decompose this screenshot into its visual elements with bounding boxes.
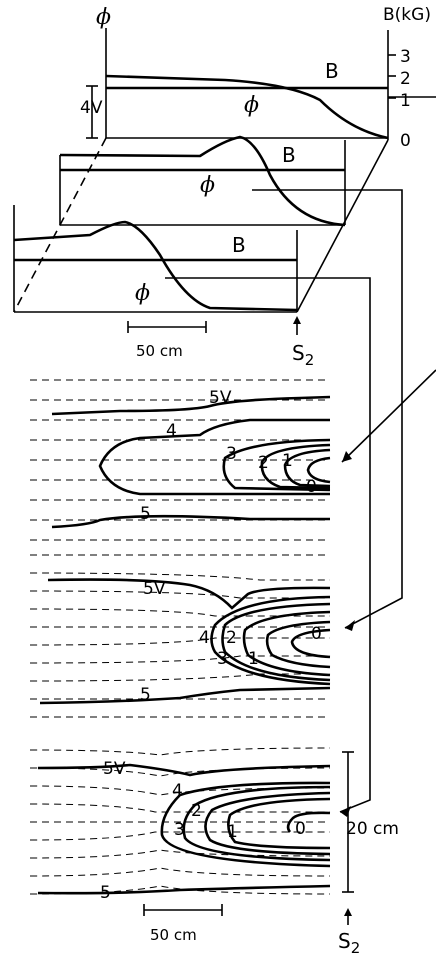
s2-arrowhead-bottom — [344, 908, 352, 916]
b-axis-label: B(kG) — [383, 5, 431, 25]
b-label-3: B — [232, 233, 246, 257]
phi-label-2: ϕ — [200, 173, 215, 198]
s2-label-top: S2 — [292, 341, 314, 369]
s2-label-bottom: S2 — [338, 929, 360, 957]
contour-1-0 — [306, 456, 331, 484]
b-tick-label-2: 2 — [400, 69, 411, 89]
b-tick-label-1: 1 — [400, 91, 411, 111]
contour-3-label-2: 2 — [191, 801, 202, 821]
scale-4v-label: 4V — [80, 98, 103, 118]
contour-1-label-5v: 5V — [209, 388, 232, 408]
perspective-plot: ϕ 4V B(kG) 3 2 1 0 B ϕ — [13, 5, 436, 369]
contour-2-label-1: 1 — [248, 649, 259, 669]
connector-arrow-1 — [341, 369, 436, 463]
contour-3-3 — [182, 785, 331, 862]
bottom-scalebar-label: 50 cm — [150, 926, 197, 944]
contour-3-1 — [227, 797, 331, 850]
contour-1-label-5: 5 — [140, 504, 151, 524]
connector-arrow-2 — [252, 189, 403, 629]
contour-3-0 — [286, 811, 331, 833]
contour-3-label-1: 1 — [227, 822, 238, 842]
contour-3-2 — [204, 791, 331, 856]
phi-label-1: ϕ — [244, 93, 259, 118]
contour-panel-2: 5V 4 2 3 1 0 5 — [29, 554, 331, 718]
phi-label-3: ϕ — [135, 281, 150, 306]
width-bracket-label: 20 cm — [346, 819, 399, 839]
contour-1-5 — [51, 514, 330, 529]
curve-set-2: B ϕ — [59, 135, 346, 227]
contour-2-label-2: 2 — [226, 628, 237, 648]
contour-2-4 — [210, 595, 331, 686]
contour-2-5 — [39, 686, 331, 705]
contour-2-5v — [47, 578, 331, 610]
contour-3-4 — [160, 781, 331, 868]
contour-2-3 — [221, 602, 331, 682]
contour-2-0 — [290, 628, 331, 659]
contour-3-label-4: 4 — [172, 781, 183, 801]
contour-1-label-1: 1 — [282, 451, 293, 471]
curve-set-1: B ϕ — [105, 59, 389, 140]
contour-3-label-3: 3 — [174, 820, 185, 840]
contour-panel-1: 5V 4 3 2 1 0 5 — [30, 379, 331, 541]
contour-1-label-2: 2 — [258, 453, 269, 473]
s2-arrowhead-top — [293, 316, 301, 324]
b-label-2: B — [282, 143, 296, 167]
contour-1-2 — [260, 443, 331, 490]
connector-arrowhead-3 — [340, 806, 351, 817]
phi-curve-1 — [105, 74, 389, 140]
contour-2-label-3: 3 — [217, 649, 228, 669]
contour-2-label-5: 5 — [140, 685, 151, 705]
contour-panel-3: 5V 4 2 3 1 0 5 — [29, 747, 331, 903]
contour-1-label-4: 4 — [166, 421, 177, 441]
contour-2-2 — [242, 610, 331, 677]
connector-arrowhead-2 — [345, 620, 355, 631]
contour-1-5v — [51, 395, 331, 416]
contour-1-label-3: 3 — [226, 444, 237, 464]
phi-axis-label: ϕ — [96, 5, 111, 30]
contour-1-1 — [283, 448, 331, 488]
contour-3-5 — [37, 884, 331, 895]
connector-arrow-3 — [165, 277, 371, 813]
contour-1-3 — [222, 438, 331, 492]
top-scalebar-label: 50 cm — [136, 342, 183, 360]
contour-3-label-0: 0 — [295, 819, 306, 839]
contour-3-label-5v: 5V — [103, 759, 126, 779]
field-lines-1 — [30, 379, 330, 541]
contour-2-1 — [265, 620, 331, 669]
contour-2-label-0: 0 — [311, 624, 322, 644]
b-label-1: B — [325, 59, 339, 83]
b-tick-label-0: 0 — [400, 131, 411, 151]
contour-1-4 — [98, 418, 330, 496]
contour-2-label-5v: 5V — [143, 579, 166, 599]
connector-arrowhead-1 — [342, 451, 352, 462]
curve-set-3: B ϕ — [13, 205, 298, 313]
contour-2-label-4: 4 — [199, 628, 210, 648]
contour-1-label-0: 0 — [306, 477, 317, 497]
phi-curve-3 — [13, 220, 298, 312]
field-lines-3 — [29, 747, 331, 895]
width-bracket: 20 cm — [342, 751, 399, 893]
connector-arrows — [165, 189, 436, 817]
b-tick-label-3: 3 — [400, 47, 411, 67]
phi-curve-2 — [59, 135, 346, 227]
contour-3-label-5: 5 — [100, 883, 111, 903]
contour-3-5v — [37, 763, 331, 777]
